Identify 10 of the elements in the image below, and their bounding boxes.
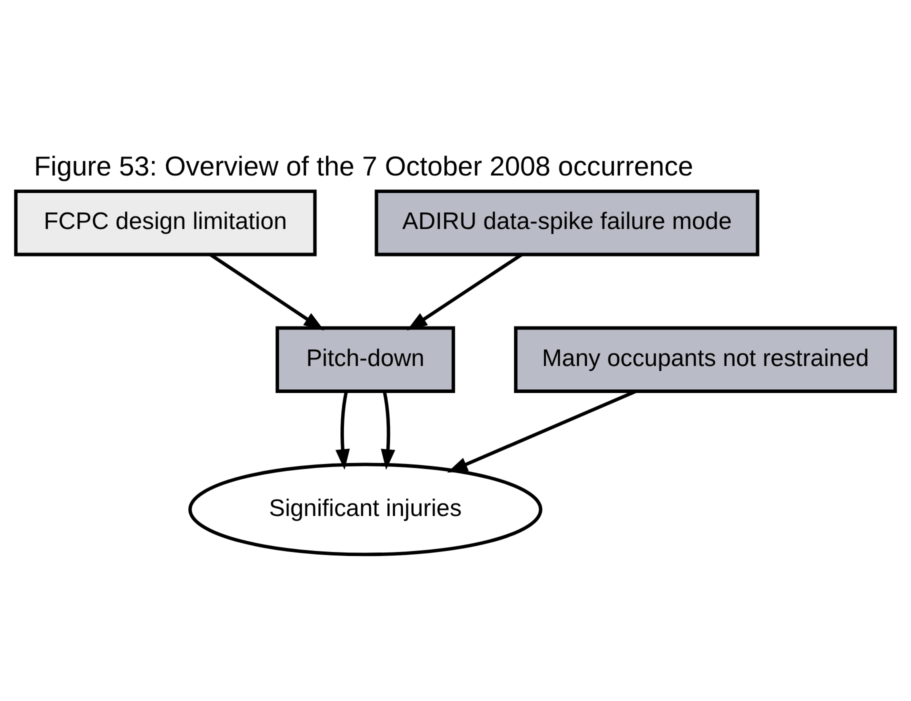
node-box: Pitch-down bbox=[276, 326, 456, 393]
arrow bbox=[209, 253, 324, 331]
arrow bbox=[335, 391, 350, 470]
arrow bbox=[380, 391, 396, 470]
node-box: FCPC design limitation bbox=[14, 190, 317, 256]
node-box: ADIRU data-spike failure mode bbox=[374, 190, 760, 256]
arrow bbox=[406, 253, 523, 330]
node-ellipse: Significant injuries bbox=[188, 462, 542, 556]
node-box: Many occupants not restrained bbox=[514, 326, 897, 393]
diagram-title: Figure 53: Overview of the 7 October 2008 occurrence bbox=[34, 150, 694, 182]
